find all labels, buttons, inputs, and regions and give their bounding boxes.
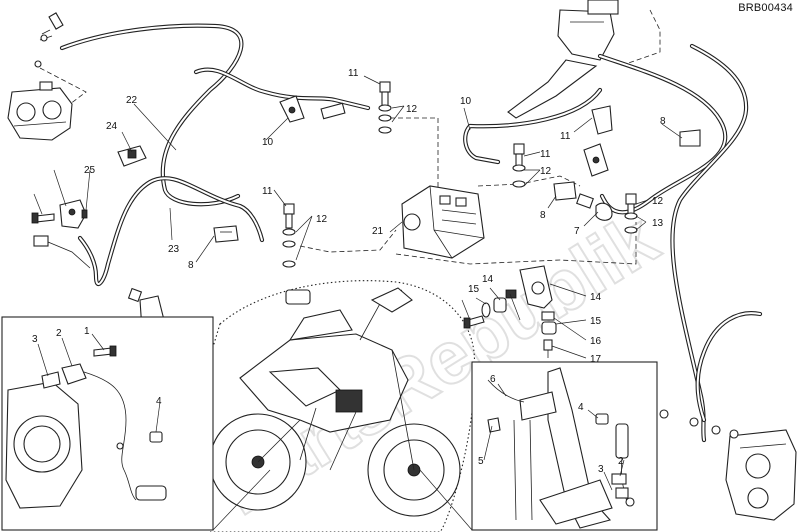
callout-11-top: 11 xyxy=(348,68,359,79)
diagram-code: BRB00434 xyxy=(738,2,793,14)
screw-16 xyxy=(543,339,553,358)
callout-14-right: 15 xyxy=(590,316,602,327)
motorcycle-zoom-outline xyxy=(197,280,476,532)
callout-4b: 4 xyxy=(578,402,584,413)
abs-bracket-13 xyxy=(519,265,553,309)
callout-18: 22 xyxy=(126,95,138,106)
banjo-bolt-11-top xyxy=(378,81,392,134)
callout-12-right: 13 xyxy=(652,218,664,229)
callout-3: 3 xyxy=(32,334,38,345)
callout-12-top: 12 xyxy=(406,104,418,115)
front-abs-sensor xyxy=(61,363,167,501)
callout-16: 17 xyxy=(590,354,602,365)
callout-20: 24 xyxy=(106,121,118,132)
callout-12-mid: 12 xyxy=(540,166,552,177)
washer-21 xyxy=(81,209,88,219)
callout-6: 6 xyxy=(490,374,496,385)
rear-sensor-bracket xyxy=(513,367,613,529)
callout-5: 5 xyxy=(478,456,484,467)
banjo-bolt-11-right xyxy=(624,193,638,234)
banjo-bolt-11-mid xyxy=(512,143,526,188)
callout-15-left: 15 xyxy=(468,284,480,295)
rubber-mount-14 xyxy=(493,297,557,335)
washer-25 xyxy=(505,289,517,299)
rear-brake-caliper xyxy=(725,429,797,521)
screw-24 xyxy=(463,315,485,329)
callout-8-mid: 8 xyxy=(540,210,546,221)
callout-7: 7 xyxy=(574,226,580,237)
screw-23 xyxy=(31,212,55,224)
callout-11-left: 11 xyxy=(262,186,273,197)
rear-sensor-grommet-4 xyxy=(595,413,609,425)
caliper-washers xyxy=(659,409,739,439)
banjo-bolt-11-left xyxy=(282,203,296,268)
brake-hose-main xyxy=(597,53,728,215)
callout-4: 4 xyxy=(156,396,162,407)
callout-8-right: 8 xyxy=(660,116,666,127)
brake-pipe-9 xyxy=(463,87,603,165)
callout-19: 23 xyxy=(168,244,180,255)
callout-14-left: 14 xyxy=(482,274,494,285)
front-sensor-grommet-4 xyxy=(149,431,163,443)
callout-12-left: 12 xyxy=(316,214,328,225)
leader-lever xyxy=(619,9,661,67)
caliper-bleed-screw xyxy=(34,12,64,68)
front-tone-ring-bracket xyxy=(5,381,83,509)
callout-13: 14 xyxy=(590,292,602,303)
callout-1: 1 xyxy=(84,326,90,337)
callout-17: 21 xyxy=(372,226,384,237)
brake-lever xyxy=(507,59,598,119)
callout-8-left: 8 xyxy=(188,260,194,271)
leader-abs-bottom xyxy=(395,222,637,265)
callout-2: 2 xyxy=(56,328,62,339)
clip-8-left xyxy=(213,225,239,243)
callout-21: 25 xyxy=(84,165,96,176)
clip-10-right xyxy=(583,105,613,177)
callout-15-right: 16 xyxy=(590,336,602,347)
callout-10-left: 10 xyxy=(262,137,274,148)
callout-11-right: 12 xyxy=(652,196,664,207)
sensor-bracket-22 xyxy=(59,199,87,229)
front-sensor-screw-1 xyxy=(93,345,117,357)
front-left-caliper xyxy=(7,81,73,141)
front-sensor-clip-3 xyxy=(41,371,61,389)
brake-hose-18 xyxy=(59,23,244,207)
brake-hose-rear xyxy=(670,43,749,443)
callout-9: 10 xyxy=(460,96,472,107)
rear-sensor-screw-5 xyxy=(487,417,501,433)
motorcycle-illustration xyxy=(209,287,461,517)
clip-10-left xyxy=(279,95,305,123)
abs-unit-17 xyxy=(401,185,485,259)
brake-pipe-19 xyxy=(77,176,265,287)
callout-2b: 2 xyxy=(618,456,624,467)
clip-8-right xyxy=(553,129,701,201)
leader-caliper xyxy=(39,67,87,105)
callout-3b: 3 xyxy=(598,464,604,475)
rear-abs-sensor xyxy=(487,379,635,507)
leader-lines xyxy=(33,75,683,491)
spacer-15 xyxy=(481,302,555,321)
leader-abs-top xyxy=(390,117,439,206)
front-master-cylinder xyxy=(557,0,619,61)
zoom-line-left xyxy=(212,469,271,531)
clip-20 xyxy=(117,145,147,167)
brake-hose-caliper xyxy=(695,311,763,423)
brake-pipe-18 xyxy=(193,67,371,120)
rear-sensor-clip-2 xyxy=(615,487,629,499)
callout-11-mid: 11 xyxy=(540,149,551,160)
zoom-line-right xyxy=(419,469,473,531)
callout-10-right: 11 xyxy=(560,131,571,142)
pipe-fitting-7 xyxy=(576,193,613,221)
callout-labels: 22 24 25 23 8 10 11 12 11 12 21 10 11 11… xyxy=(32,68,666,475)
